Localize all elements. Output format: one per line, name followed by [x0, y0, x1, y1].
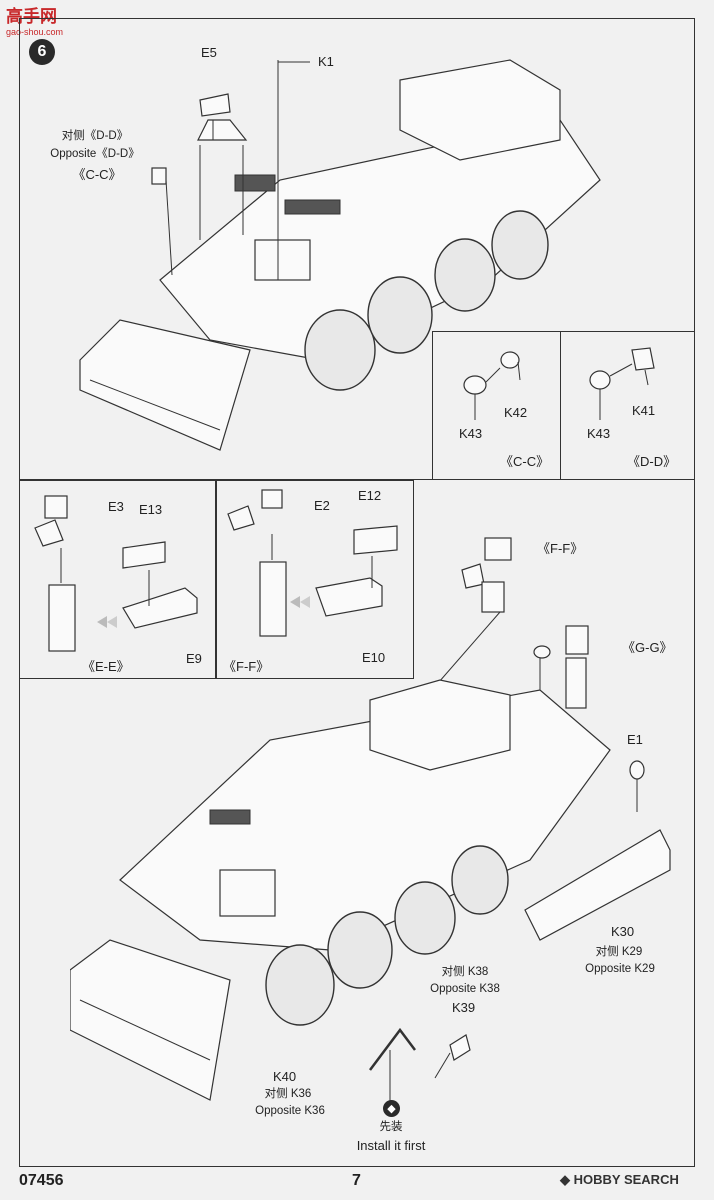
label-ff: 《F-F》: [537, 541, 584, 556]
detail-ee-e13: E13: [139, 502, 163, 517]
label-k39: K39: [452, 1000, 476, 1015]
label-k29-cn: 对侧 K29: [595, 946, 643, 958]
watermark-icon: ◆: [560, 1172, 570, 1187]
install-first-cn: 先装: [379, 1121, 403, 1133]
label-cc: 《C-C》: [72, 167, 122, 182]
install-first-en: Install it first: [356, 1138, 426, 1153]
label-gg: 《G-G》: [622, 640, 673, 655]
install-first-icon: ◆: [383, 1100, 400, 1117]
label-k36-en: Opposite K36: [255, 1105, 325, 1117]
vehicle-drawing-bottom: [70, 537, 671, 1102]
detail-dd-title: 《D-D》: [627, 454, 677, 469]
label-k38-cn: 对侧 K38: [441, 966, 489, 978]
detail-dd-drawing: [589, 347, 655, 420]
site-logo-text: 高手网: [6, 7, 57, 27]
detail-ff-box: [216, 480, 414, 679]
product-code: 07456: [19, 1172, 64, 1189]
detail-cc-k42: K42: [504, 405, 528, 420]
label-k29-en: Opposite K29: [585, 963, 655, 975]
label-e1: E1: [627, 732, 643, 747]
site-url: gao-shou.com: [6, 27, 64, 37]
detail-ee-drawing: [34, 495, 198, 652]
label-opposite-en: Opposite《D-D》: [50, 148, 140, 160]
detail-cc-k43: K43: [459, 426, 483, 441]
label-k36-cn: 对侧 K36: [264, 1088, 312, 1100]
detail-ee-e9: E9: [186, 651, 202, 666]
detail-cc-title: 《C-C》: [500, 454, 550, 469]
main-panel-bottom: [19, 479, 695, 1167]
detail-dd-k41: K41: [632, 403, 656, 418]
label-k1: K1: [318, 54, 334, 69]
detail-cc-drawing: [463, 351, 521, 420]
page-number: 7: [352, 1172, 361, 1189]
detail-dd-k43: K43: [587, 426, 611, 441]
detail-ff-drawing: [227, 489, 398, 637]
detail-ff-e2: E2: [314, 498, 330, 513]
detail-ee-e3: E3: [108, 499, 124, 514]
detail-ee-title: 《E-E》: [82, 659, 130, 674]
detail-ff-e12: E12: [358, 488, 382, 503]
step-number: 6: [29, 39, 55, 65]
vehicle-drawing-top: [79, 59, 601, 451]
label-k40: K40: [273, 1069, 297, 1084]
label-opposite-cn: 对侧《D-D》: [61, 130, 129, 142]
label-k38-en: Opposite K38: [430, 983, 500, 995]
label-e5: E5: [201, 45, 217, 60]
detail-ff-title: 《F-F》: [223, 659, 270, 674]
label-k30: K30: [611, 924, 635, 939]
site-logo: 高手网 gao-shou.com: [6, 2, 63, 37]
watermark-text: HOBBY SEARCH: [573, 1172, 679, 1187]
detail-ff-e10: E10: [362, 650, 386, 665]
watermark: ◆ HOBBY SEARCH: [560, 1172, 679, 1188]
